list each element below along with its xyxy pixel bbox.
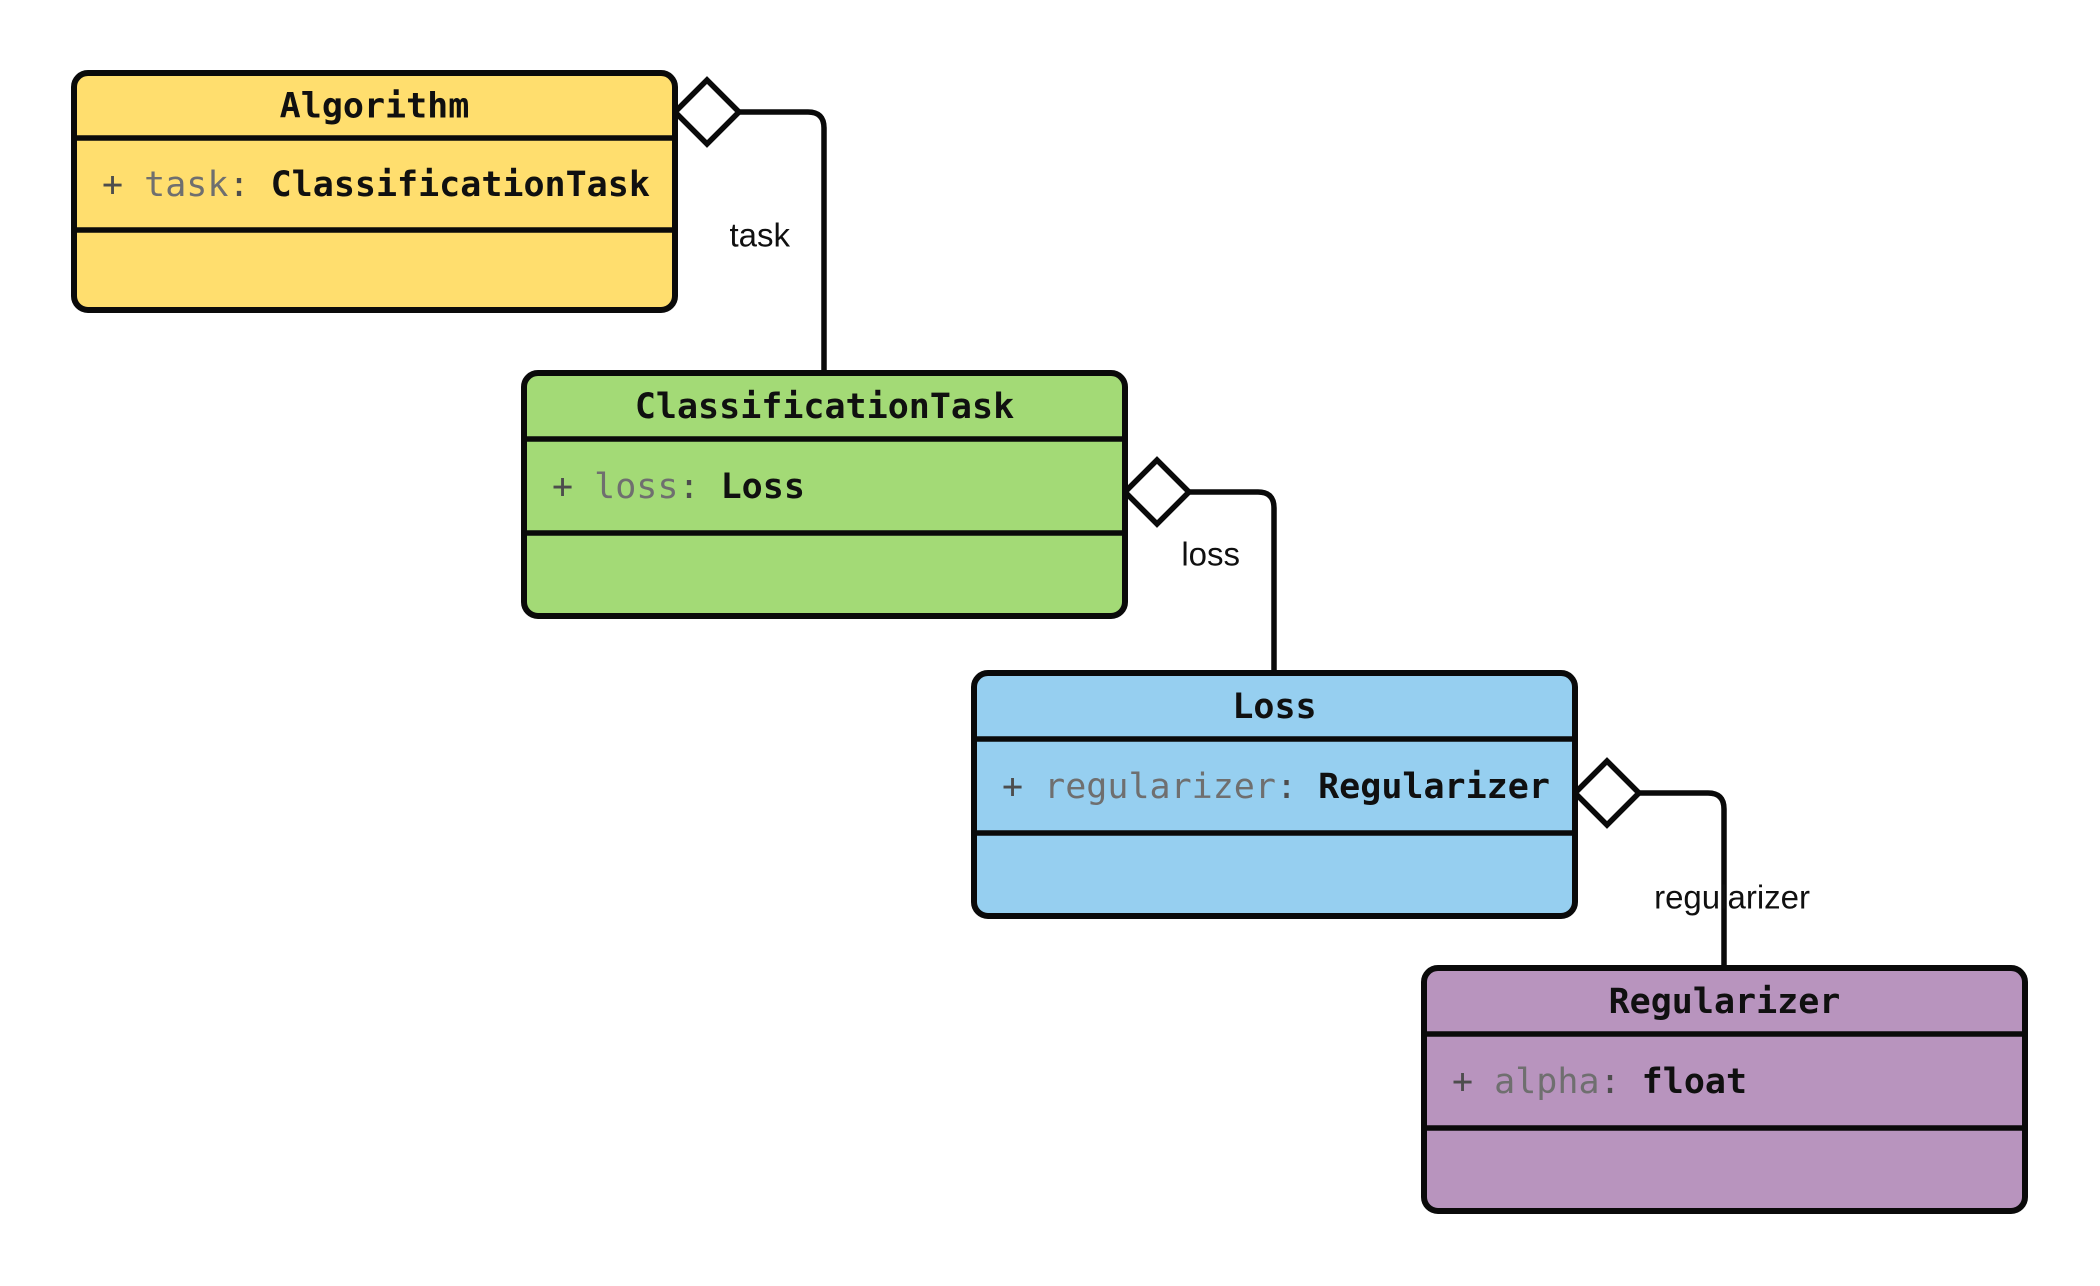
class-attribute-loss-regularizer: + regularizer: Regularizer xyxy=(1002,767,1550,807)
class-attribute-regularizer-alpha: + alpha: float xyxy=(1452,1062,1747,1102)
class-name-algorithm: Algorithm xyxy=(280,87,470,127)
class-body-regularizer[interactable] xyxy=(1421,965,2028,1214)
classes-layer: Algorithm+ task: ClassificationTaskClass… xyxy=(71,70,2028,1214)
connector-line-classificationtask-loss xyxy=(1189,489,1277,673)
attribute-visibility: + xyxy=(1452,1062,1473,1102)
class-body-classificationtask[interactable] xyxy=(521,370,1128,619)
class-box-loss[interactable]: Loss + regularizer: Regularizer xyxy=(971,670,1578,919)
relationship-classificationtask-loss xyxy=(1121,456,1277,673)
class-attribute-classificationtask-loss: + loss: Loss xyxy=(552,467,805,507)
class-box-classificationtask[interactable]: ClassificationTask + loss: Loss xyxy=(521,370,1128,619)
class-body-loss[interactable] xyxy=(971,670,1578,919)
aggregation-diamond-algorithm-task xyxy=(671,76,743,148)
attribute-separator: : xyxy=(678,467,699,507)
class-box-algorithm[interactable]: Algorithm + task: ClassificationTask xyxy=(71,70,678,313)
attribute-type: ClassificationTask xyxy=(271,165,650,205)
attribute-type: float xyxy=(1642,1062,1747,1102)
attribute-spacer xyxy=(1023,767,1044,807)
attribute-name: regularizer xyxy=(1044,767,1276,807)
relationship-loss-regularizer xyxy=(1571,757,1727,968)
relationship-labels-layer: task loss regularizer xyxy=(729,217,1810,916)
attribute-spacer xyxy=(573,467,594,507)
attribute-spacer-2 xyxy=(1621,1062,1642,1102)
attribute-visibility: + xyxy=(1002,767,1023,807)
connector-line-loss-regularizer xyxy=(1639,790,1727,968)
attribute-spacer-2 xyxy=(1297,767,1318,807)
relationships-layer xyxy=(671,76,1727,968)
relationship-label-classificationtask-loss: loss xyxy=(1181,536,1240,573)
class-body-algorithm[interactable] xyxy=(71,70,678,313)
attribute-type: Loss xyxy=(721,467,805,507)
attribute-spacer xyxy=(1473,1062,1494,1102)
relationship-label-loss-regularizer: regularizer xyxy=(1654,879,1810,916)
attribute-name: alpha xyxy=(1494,1062,1599,1102)
class-name-loss: Loss xyxy=(1232,687,1316,727)
attribute-type: Regularizer xyxy=(1318,767,1550,807)
attribute-separator: : xyxy=(1600,1062,1621,1102)
connector-line-algorithm-task xyxy=(739,109,827,373)
attribute-spacer-2 xyxy=(700,467,721,507)
attribute-visibility: + xyxy=(552,467,573,507)
class-box-regularizer[interactable]: Regularizer + alpha: float xyxy=(1421,965,2028,1214)
class-name-classificationtask: ClassificationTask xyxy=(635,387,1014,427)
attribute-spacer xyxy=(123,165,144,205)
attribute-name: task xyxy=(144,165,228,205)
aggregation-diamond-classificationtask-loss xyxy=(1121,456,1193,528)
class-attribute-algorithm-task: + task: ClassificationTask xyxy=(102,165,650,205)
relationship-algorithm-task xyxy=(671,76,827,373)
aggregation-diamond-loss-regularizer xyxy=(1571,757,1643,829)
attribute-name: loss xyxy=(594,467,678,507)
attribute-visibility: + xyxy=(102,165,123,205)
attribute-separator: : xyxy=(228,165,249,205)
attribute-spacer-2 xyxy=(250,165,271,205)
relationship-label-algorithm-task: task xyxy=(729,217,790,254)
class-name-regularizer: Regularizer xyxy=(1609,982,1841,1022)
attribute-separator: : xyxy=(1276,767,1297,807)
